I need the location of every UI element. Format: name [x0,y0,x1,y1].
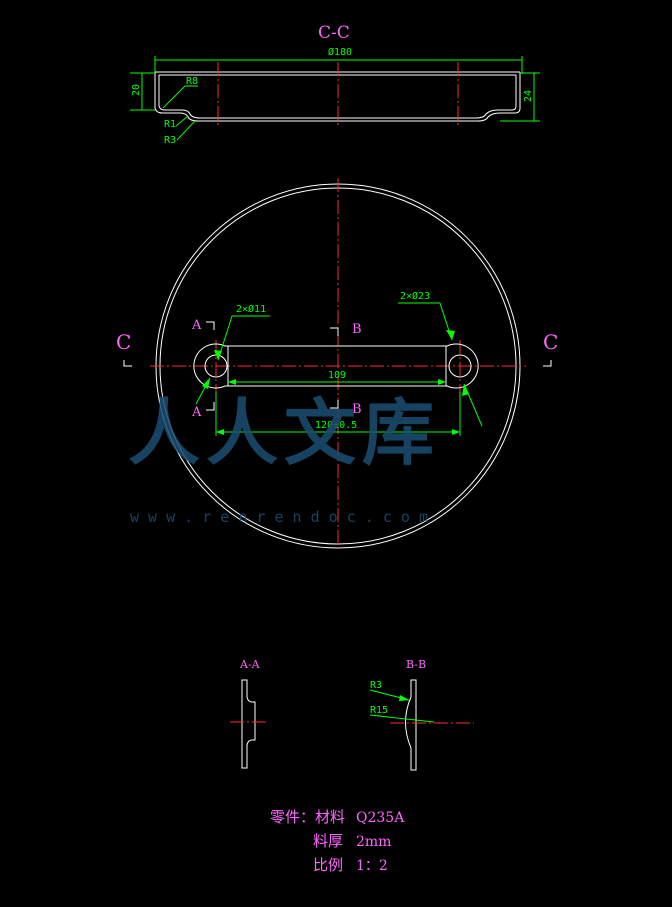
section-cc-title: C-C [318,23,350,43]
section-aa-profile [241,679,256,769]
dim-slot-text: 109 [328,370,346,381]
cut-mark-a-bottom: A [191,405,202,420]
section-aa-view: A-A [230,658,266,769]
embossed-slot [193,343,479,389]
hole-callout-small: 2×Ø11 [236,303,266,315]
dim-height-right: 24 [523,90,534,102]
section-bb-title: B-B [406,658,426,671]
watermark: 人人文库 w w w . r e n r e n d o c . c o m [128,390,440,526]
dim-centers-text: 120±0.5 [315,420,357,431]
note-thickness-label: 料厚 [313,832,343,850]
note-scale: 1：2 [356,858,388,874]
note-scale-label: 比例 [313,856,343,874]
radius-r1: R1 [164,119,176,130]
hole-right [448,354,472,378]
watermark-logo: 人人文库 [128,390,440,475]
section-bb-profile [405,679,417,771]
radius-r8: R8 [186,76,198,87]
dim-height-left: 20 [131,84,142,96]
radius-bb-r15: R15 [370,705,388,716]
note-part-label: 零件：材料 [270,808,345,826]
notes-block: 零件：材料 Q235A 料厚 2mm 比例 1：2 [270,808,405,874]
section-bb-view: B-B R3 R15 [369,658,474,771]
cut-mark-c-left: C [116,330,131,354]
radius-r3: R3 [164,135,176,146]
dim-diameter-text: Ø180 [328,46,352,58]
watermark-url: w w w . r e n r e n d o c . c o m [130,508,428,526]
section-aa-title: A-A [239,658,261,671]
cut-mark-a-top: A [191,318,202,333]
cut-mark-b-bottom: B [352,402,362,417]
note-material: Q235A [356,810,405,826]
note-thickness: 2mm [356,834,391,850]
cut-mark-b-top: B [352,322,362,337]
radius-bb-r3: R3 [370,680,382,691]
cut-mark-c-right: C [543,330,558,354]
hole-callout-large: 2×Ø23 [400,290,430,302]
section-cc-view: C-C Ø180 20 24 R8 R1 R3 [130,23,540,146]
plan-view: C C A A B B 2×Ø11 2×Ø23 109 [116,178,558,550]
